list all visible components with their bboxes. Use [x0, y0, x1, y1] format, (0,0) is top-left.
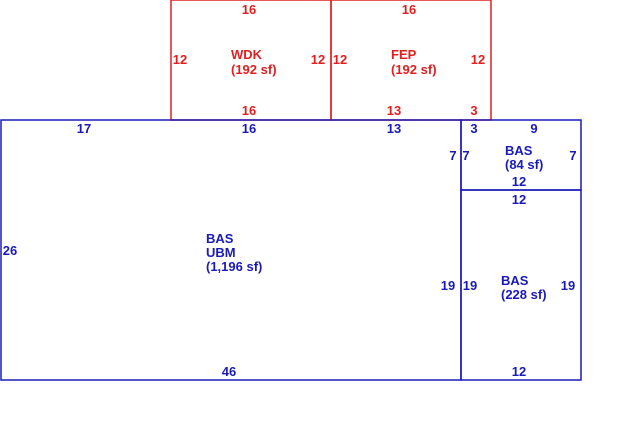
- right-top-dimension: 12: [512, 192, 526, 207]
- wdk-top-dimension: 16: [242, 2, 256, 17]
- wdk-right-dimension: 12: [311, 52, 325, 67]
- bas-ubm-sublabel: UBM: [206, 245, 236, 260]
- bas-right-label: BAS: [501, 273, 529, 288]
- bas-small-area: (84 sf): [505, 157, 543, 172]
- right-bottom-dimension: 12: [512, 364, 526, 379]
- right-right-dimension: 19: [561, 278, 575, 293]
- fep-bottom-dimension-b: 3: [470, 103, 477, 118]
- small-left-dimension: 7: [462, 148, 469, 163]
- small-bottom-dimension: 12: [512, 174, 526, 189]
- bas-small-label: BAS: [505, 143, 533, 158]
- bas-ubm-label: BAS: [206, 231, 234, 246]
- main-top-dimension-b: 16: [242, 121, 256, 136]
- fep-area: (192 sf): [391, 62, 437, 77]
- small-top-dimension-a: 3: [470, 121, 477, 136]
- small-top-dimension-b: 9: [530, 121, 537, 136]
- bas-ubm-area: (1,196 sf): [206, 259, 262, 274]
- main-top-dimension-a: 17: [77, 121, 91, 136]
- fep-right-dimension: 12: [471, 52, 485, 67]
- wdk-label: WDK: [231, 47, 263, 62]
- wdk-left-dimension: 12: [173, 52, 187, 67]
- bas-right-outline: [460, 189, 582, 381]
- small-right-dimension: 7: [569, 148, 576, 163]
- small-left-outer-dimension: 7: [449, 148, 456, 163]
- main-top-dimension-c: 13: [387, 121, 401, 136]
- fep-bottom-dimension-a: 13: [387, 103, 401, 118]
- main-bottom-dimension: 46: [222, 364, 236, 379]
- wdk-area: (192 sf): [231, 62, 277, 77]
- right-left-dimension: 19: [463, 278, 477, 293]
- fep-label: FEP: [391, 47, 417, 62]
- bas-right-area: (228 sf): [501, 287, 547, 302]
- fep-left-dimension: 12: [333, 52, 347, 67]
- wdk-bottom-dimension: 16: [242, 103, 256, 118]
- fep-top-dimension: 16: [402, 2, 416, 17]
- main-right-dimension: 19: [441, 278, 455, 293]
- main-left-dimension: 26: [3, 243, 17, 258]
